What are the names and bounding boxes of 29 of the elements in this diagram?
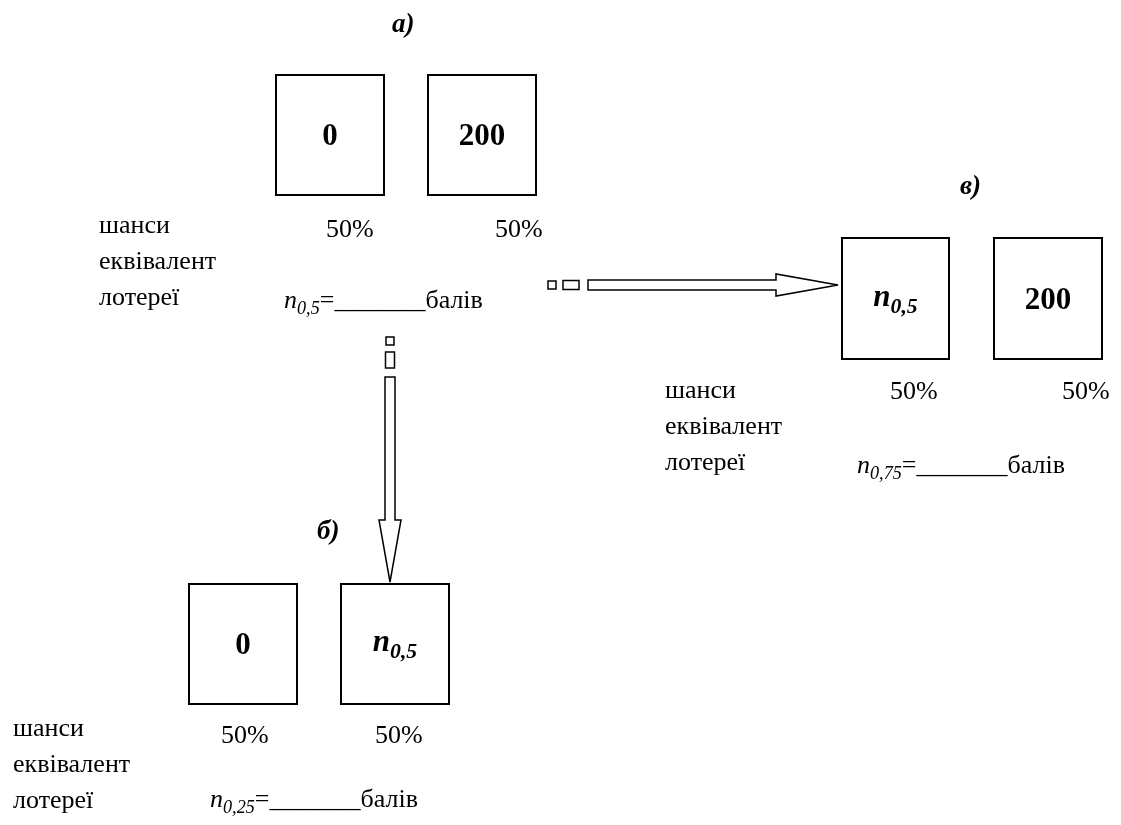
- part-label: б): [317, 515, 340, 546]
- block-arrow: [547, 273, 839, 297]
- value-box: [427, 74, 537, 196]
- box-value: 200: [1024, 280, 1072, 317]
- box-value: 0: [235, 626, 251, 662]
- fill-in-text: n$_{0,5}$=_______балів: [284, 283, 483, 326]
- fill-in-text: n$_{0,25}$=_______балів: [210, 782, 418, 825]
- value-box: [841, 237, 950, 360]
- block-arrow: [378, 336, 402, 583]
- value-box: [275, 74, 385, 196]
- box-value: n$_{0,5}$: [372, 623, 418, 665]
- part-label: а): [392, 8, 415, 39]
- box-value: 200: [458, 117, 506, 153]
- probability-text: 50%: [1062, 376, 1110, 406]
- probability-text: 50%: [326, 214, 374, 244]
- probability-text: 50%: [375, 720, 423, 750]
- row-caption: шанси еквівалент лотереї: [665, 374, 784, 478]
- row-caption: шанси еквівалент лотереї: [99, 209, 218, 313]
- probability-text: 50%: [495, 214, 543, 244]
- fill-in-text: n$_{0,75}$=_______балів: [857, 448, 1065, 491]
- probability-text: 50%: [890, 376, 938, 406]
- part-label: в): [960, 170, 982, 201]
- probability-text: 50%: [221, 720, 269, 750]
- row-caption: шанси еквівалент лотереї: [13, 712, 132, 816]
- box-value: n$_{0,5}$: [873, 277, 918, 320]
- value-box: [188, 583, 298, 705]
- value-box: [993, 237, 1103, 360]
- value-box: [340, 583, 450, 705]
- box-value: 0: [322, 117, 338, 153]
